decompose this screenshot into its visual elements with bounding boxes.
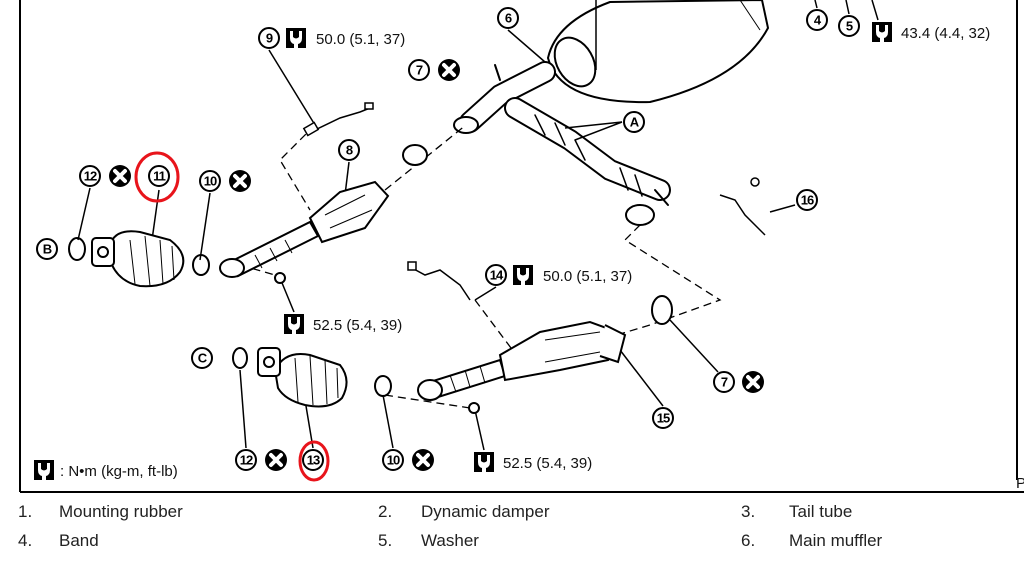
- catalyst-lower: [257, 347, 348, 408]
- callout-5: 5: [838, 15, 860, 37]
- gasket-10-lower: [374, 375, 392, 397]
- part-number: 6.: [741, 531, 756, 550]
- callout-12-upper: 12: [79, 165, 101, 187]
- svg-text:4: 4: [814, 13, 822, 28]
- part-label: Washer: [421, 531, 479, 550]
- part-label: Mounting rubber: [59, 502, 183, 521]
- torque-wrench-icon: [284, 314, 304, 334]
- main-muffler: [546, 0, 770, 104]
- do-not-reuse-icon: [436, 57, 462, 83]
- part-number: 2.: [378, 502, 393, 521]
- part-number: 4.: [18, 531, 33, 550]
- torque-wrench-icon: [474, 452, 494, 472]
- part-label: Main muffler: [789, 531, 883, 550]
- callout-A: A: [623, 111, 645, 133]
- torque-sensor-upper: 50.0 (5.1, 37): [316, 31, 405, 48]
- svg-text:C: C: [198, 351, 208, 366]
- svg-text:6: 6: [505, 11, 512, 26]
- svg-text:B: B: [43, 242, 52, 257]
- front-tube-upper: [219, 180, 390, 278]
- gasket-12-upper: [68, 237, 86, 261]
- red-highlights: [134, 151, 330, 482]
- callout-9: 9: [258, 27, 280, 49]
- callout-10-upper: 10: [199, 170, 221, 192]
- part-label: Dynamic damper: [421, 502, 550, 521]
- part-number: 3.: [741, 502, 756, 521]
- callout-10-lower: 10: [382, 449, 404, 471]
- do-not-reuse-icon: [227, 168, 253, 194]
- oxygen-sensor-lower: [407, 261, 471, 301]
- svg-text:10: 10: [387, 453, 400, 468]
- svg-text:14: 14: [490, 268, 504, 283]
- svg-text:7: 7: [416, 63, 423, 78]
- torque-front-upper: 52.5 (5.4, 39): [313, 317, 402, 334]
- torque-front-lower: 52.5 (5.4, 39): [503, 455, 592, 472]
- corner-mark: P: [1016, 475, 1024, 492]
- svg-text:7: 7: [721, 375, 728, 390]
- center-exhaust-pipe: [453, 61, 671, 226]
- callout-4: 4: [806, 9, 828, 31]
- callout-14: 14: [485, 264, 507, 286]
- torque-muffler: 43.4 (4.4, 32): [901, 25, 990, 42]
- highlight-11: [134, 151, 180, 203]
- oxygen-sensor-upper: [302, 102, 374, 137]
- nut-lower: [468, 402, 480, 414]
- front-tube-lower: [417, 320, 627, 401]
- torque-wrench-icon: [286, 28, 306, 48]
- callout-6: 6: [497, 7, 519, 29]
- callout-16: 16: [796, 189, 818, 211]
- part-label: Band: [59, 531, 99, 550]
- torque-wrench-icon: [34, 460, 54, 480]
- leader-lines: [77, 0, 879, 451]
- nut-upper: [274, 272, 286, 284]
- svg-text:5: 5: [846, 19, 853, 34]
- torque-legend: : N•m (kg-m, ft-lb): [60, 463, 178, 480]
- svg-text:A: A: [630, 115, 640, 130]
- diagram-frame: [19, 0, 1024, 493]
- part-label: Tail tube: [789, 502, 853, 521]
- callout-12-lower: 12: [235, 449, 257, 471]
- callout-13: 13: [302, 449, 324, 471]
- torque-wrench-icon: [513, 265, 533, 285]
- heat-sensor-16: [719, 177, 766, 236]
- svg-text:11: 11: [153, 169, 166, 184]
- do-not-reuse-icon: [740, 369, 766, 395]
- callout-C: C: [191, 347, 213, 369]
- svg-text:10: 10: [204, 174, 217, 189]
- gasket-7-lower: [651, 295, 673, 325]
- do-not-reuse-icon: [263, 447, 289, 473]
- svg-text:13: 13: [307, 453, 320, 468]
- torque-sensor-lower: 50.0 (5.1, 37): [543, 268, 632, 285]
- callout-15: 15: [652, 407, 674, 429]
- callout-B: B: [36, 238, 58, 260]
- svg-text:8: 8: [346, 143, 353, 158]
- svg-text:16: 16: [801, 193, 814, 208]
- parts-row: 1. Mounting rubber 2. Dynamic damper 3. …: [0, 502, 1024, 526]
- svg-text:12: 12: [84, 169, 97, 184]
- callout-7-lower: 7: [713, 371, 735, 393]
- do-not-reuse-icon: [410, 447, 436, 473]
- gasket-10-upper: [192, 254, 210, 276]
- do-not-reuse-icon: [107, 163, 133, 189]
- parts-row: 4. Band 5. Washer 6. Main muffler: [0, 531, 1024, 555]
- highlight-13: [298, 440, 330, 482]
- part-number: 1.: [18, 502, 33, 521]
- svg-text:9: 9: [266, 31, 273, 46]
- part-number: 5.: [378, 531, 393, 550]
- torque-wrench-icon: [872, 22, 892, 42]
- catalyst-upper: [91, 230, 185, 288]
- callout-7-upper: 7: [408, 59, 430, 81]
- gasket-12-lower: [232, 347, 248, 369]
- svg-text:12: 12: [240, 453, 253, 468]
- svg-text:15: 15: [657, 411, 670, 426]
- callout-8: 8: [338, 139, 360, 161]
- gasket-7-upper: [402, 144, 428, 166]
- callout-11: 11: [148, 165, 170, 187]
